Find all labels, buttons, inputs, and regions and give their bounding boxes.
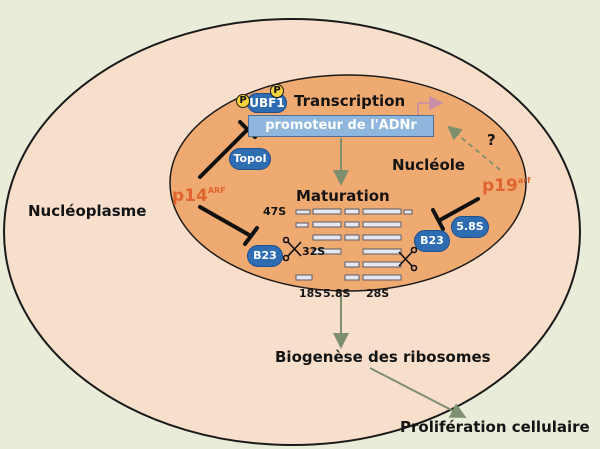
p14-superscript: ARF bbox=[207, 186, 226, 195]
transcription-start-arrow bbox=[417, 95, 444, 118]
scissors-icon bbox=[282, 236, 302, 262]
biogenese-label: Biogenèse des ribosomes bbox=[275, 348, 491, 366]
phosphate-icon: P bbox=[236, 94, 250, 108]
phosphate-icon-2: P bbox=[270, 84, 284, 98]
promoter-box: promoteur de l'ADNr bbox=[248, 115, 434, 137]
nucleole-label: Nucléole bbox=[392, 156, 466, 174]
b23-protein-right: B23 bbox=[414, 230, 450, 252]
biogenese-to-proliferation-arrow bbox=[369, 367, 467, 418]
nucleoplasme-label: Nucléoplasme bbox=[28, 202, 147, 220]
rrna-32s-label: 32S bbox=[302, 245, 326, 258]
b23-protein-left: B23 bbox=[247, 245, 283, 267]
p19arf-regulator: p19arf bbox=[482, 177, 531, 195]
p19-inhibits-b23 bbox=[431, 197, 480, 231]
rrna-28s-label: 28S bbox=[366, 287, 390, 300]
rrna-processing-bars bbox=[295, 208, 413, 281]
rrna-47s-label: 47S bbox=[263, 205, 287, 218]
5-8s-protein: 5.8S bbox=[451, 216, 489, 238]
scissors-icon-right bbox=[398, 246, 418, 272]
rrna-18s-label: 18S bbox=[299, 287, 323, 300]
p19-superscript: arf bbox=[517, 176, 531, 185]
topoi-protein: TopoI bbox=[229, 148, 271, 170]
p19-main-text: p19 bbox=[482, 176, 518, 196]
ubf1-protein: UBF1 bbox=[247, 93, 287, 113]
p14arf-regulator: p14ARF bbox=[172, 187, 226, 205]
rrna-5-8s-label: 5.8S bbox=[323, 287, 351, 300]
p19-dashed-arrow bbox=[447, 125, 501, 171]
proliferation-label: Prolifération cellulaire bbox=[400, 418, 590, 436]
maturation-label: Maturation bbox=[296, 187, 390, 205]
p14-inhibits-b23 bbox=[198, 205, 259, 246]
transcription-label: Transcription bbox=[294, 92, 406, 110]
p14-main-text: p14 bbox=[172, 186, 208, 206]
question-mark: ? bbox=[487, 131, 496, 149]
